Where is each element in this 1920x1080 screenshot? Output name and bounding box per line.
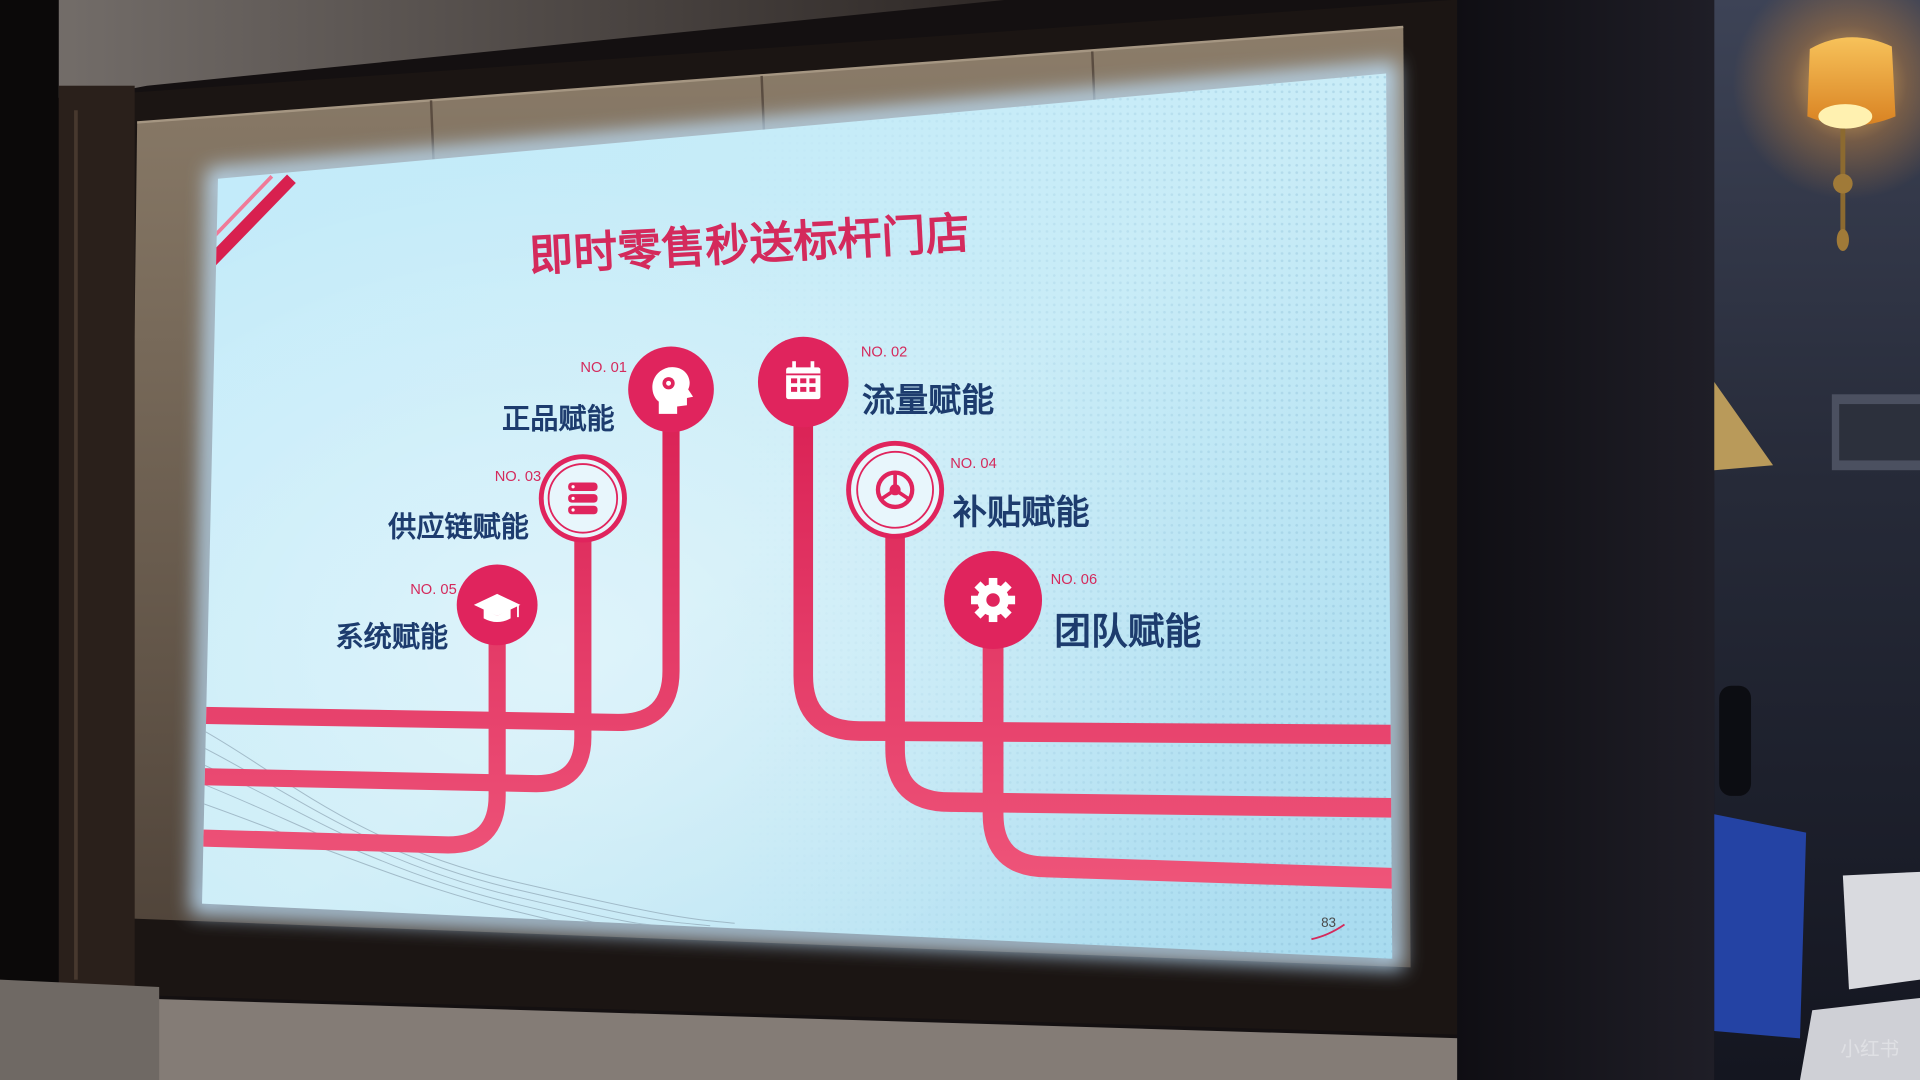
ceiling-light [1714,382,1774,471]
lamp-shade [1807,37,1896,126]
item-04-label: 补贴赋能 [953,494,1090,532]
item-06-number: NO. 06 [1051,572,1098,588]
graduation-cap-icon [473,593,521,623]
item-03: NO. 03 供应链赋能 [387,454,627,543]
calendar-cell [791,386,798,392]
left-pillar [0,0,59,1080]
wall-panel-inner [1839,404,1920,461]
floor-right [1800,997,1920,1080]
item-04-number: NO. 04 [950,456,997,472]
calendar-icon [786,361,821,400]
floor [0,994,1464,1080]
item-02-label: 流量赋能 [862,382,994,419]
head-silhouette [652,367,694,414]
item-02-number: NO. 02 [861,344,908,360]
calendar-ring [810,361,815,372]
database-layer [568,494,598,503]
database-dot [571,496,575,500]
wave-line [202,746,711,927]
database-dot [571,508,575,512]
calendar-cell [800,378,807,384]
calendar-ring [792,361,796,372]
head-gear-icon [652,367,694,414]
item-01-number: NO. 01 [580,360,627,376]
lamp-finial [1836,228,1849,252]
item-04: NO. 04 补贴赋能 [846,440,1090,539]
item-05-label: 系统赋能 [336,621,449,653]
connector-line-06 [982,636,1393,890]
watermark: 小红书 [1840,1038,1899,1061]
page-number-group: 83 [1311,915,1346,941]
lamp-ornament [1833,173,1853,194]
database-dot [571,485,575,489]
item-05: NO. 05 系统赋能 [336,564,538,653]
corner-ribbon-highlight [209,175,274,242]
connector-line-04 [885,524,1393,818]
connector-line-02 [793,416,1393,745]
item-04-inner-ring [856,450,934,529]
gear-tooth [988,612,998,623]
calendar-cell [791,378,798,384]
gear-hole [986,593,1000,607]
wheel-spoke [879,488,897,502]
right-pillar [1457,0,1715,1080]
page-number-swoosh [1311,923,1346,941]
gear-icon [971,577,1016,623]
item-02: NO. 02 流量赋能 [757,336,994,428]
person-silhouette [1719,685,1752,796]
calendar-cell [800,386,807,392]
connector-line-01 [202,420,680,732]
item-01-label: 正品赋能 [502,404,615,435]
gear-tooth [988,577,998,588]
cap-board [473,593,521,616]
item-06-label: 团队赋能 [1054,611,1201,652]
slide: 即时零售秒送标杆门店 NO. 01 正品赋能 [202,174,1393,941]
wheel-spoke [894,488,911,502]
item-03-inner-ring [547,463,619,534]
lamp-bulb [1818,104,1873,129]
cap-base [483,608,511,623]
white-chair [1842,871,1920,990]
calendar-cell [809,386,816,392]
database-icon [568,482,598,515]
item-06: NO. 06 团队赋能 [944,551,1201,652]
upper-wall [0,0,1005,117]
database-layer [568,505,598,515]
connector-lines [202,416,1393,890]
item-03-label: 供应链赋能 [387,510,529,542]
connector-line-05 [202,634,506,854]
database-layer [568,482,598,492]
calendar-divider [786,373,821,376]
recess-top-edge [137,25,1404,124]
steering-wheel-icon [875,470,915,510]
item-03-number: NO. 03 [495,469,542,485]
left-wall-molding [58,85,135,998]
baseboard [0,979,160,1080]
corner-ribbon [206,174,296,267]
item-01: NO. 01 正品赋能 [502,346,714,435]
item-05-number: NO. 05 [410,582,457,598]
head-gear-hub [666,380,672,386]
calendar-cell [809,378,816,384]
blue-tablecloth [1714,814,1807,1039]
page-number: 83 [1321,915,1336,930]
connector-line-03 [202,527,592,793]
